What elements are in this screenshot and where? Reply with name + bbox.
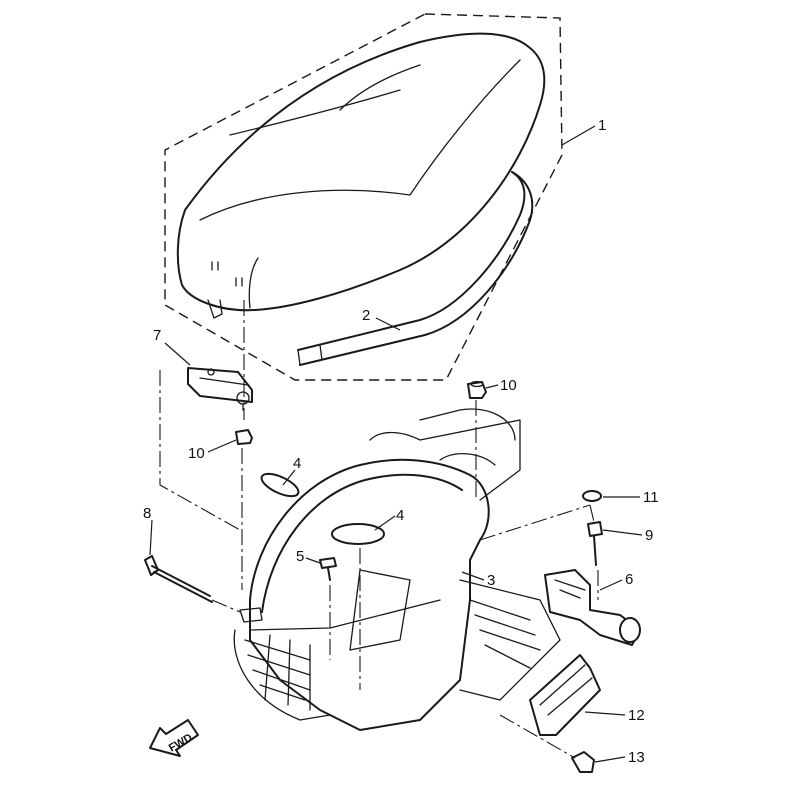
callout-leaders (149, 125, 643, 763)
callout-4-upper: 4 (293, 455, 301, 472)
callout-13: 13 (628, 749, 645, 766)
callout-10-right: 10 (500, 377, 517, 394)
forward-direction-marker: FWD (149, 719, 199, 757)
small-screw (571, 751, 595, 773)
nut-left (235, 429, 253, 445)
callout-12: 12 (628, 707, 645, 724)
cover-plates (260, 472, 385, 545)
seat (176, 32, 546, 319)
callout-6: 6 (625, 571, 633, 588)
callout-1: 1 (598, 117, 606, 134)
long-bolt (144, 555, 213, 603)
bolt (587, 521, 603, 566)
callout-4-lower: 4 (396, 507, 404, 524)
seat-hinge-bracket (187, 367, 253, 411)
seat-trim-strip (297, 171, 534, 366)
callout-3: 3 (487, 572, 495, 589)
callout-10-left: 10 (188, 445, 205, 462)
callout-5: 5 (296, 548, 304, 565)
seat-assembly-boundary (164, 13, 563, 381)
callout-9: 9 (645, 527, 653, 544)
seat-lock (544, 569, 641, 646)
storage-box (233, 408, 561, 731)
screw (319, 557, 337, 581)
assembly-centerlines (159, 300, 599, 759)
washer (582, 490, 602, 502)
callout-8: 8 (143, 505, 151, 522)
lock-bracket (529, 654, 601, 736)
callout-7: 7 (153, 327, 161, 344)
nut-right (467, 380, 487, 399)
callout-11: 11 (643, 489, 659, 506)
callout-2: 2 (362, 307, 370, 324)
callout-numbers: 1 2 3 4 4 5 6 7 8 9 10 10 11 12 13 (143, 117, 659, 766)
